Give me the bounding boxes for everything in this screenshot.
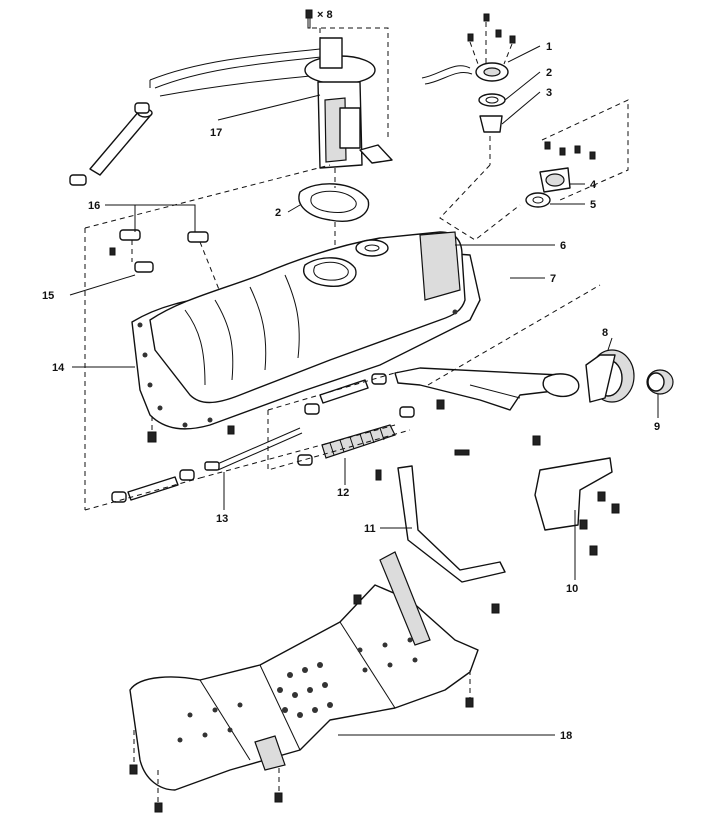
callout-7: 7 <box>550 273 556 285</box>
callout-18: 18 <box>560 730 572 742</box>
callout-6: 6 <box>560 240 566 252</box>
callout-13: 13 <box>216 513 228 525</box>
leader-lines <box>69 45 659 736</box>
callout-12: 12 <box>337 487 349 499</box>
callout-11: 11 <box>364 523 376 535</box>
skid-plate <box>129 551 500 813</box>
pump-gasket <box>298 168 370 252</box>
hose-clamps <box>109 229 221 293</box>
callout-16: 16 <box>88 200 100 212</box>
callout-9: 9 <box>654 421 660 433</box>
fuel-pump-assembly <box>69 9 393 186</box>
callout-3: 3 <box>546 87 552 99</box>
callout-labels: × 8 1 2 3 4 5 6 7 8 9 10 11 12 13 14 15 … <box>42 9 660 742</box>
callout-5: 5 <box>590 199 596 211</box>
vent-hoses <box>84 371 470 511</box>
callout-15: 15 <box>42 290 54 302</box>
filler-pipe <box>394 284 601 446</box>
callout-10: 10 <box>566 583 578 595</box>
callout-14: 14 <box>52 362 65 374</box>
callout-1: 1 <box>546 41 552 53</box>
tank-strap <box>397 465 506 583</box>
filler-bracket <box>534 457 620 556</box>
callout-4: 4 <box>590 179 597 191</box>
bolt-count-label: × 8 <box>317 9 333 21</box>
sender-unit-upper <box>421 13 516 165</box>
fuel-cap <box>646 369 674 395</box>
callout-17: 17 <box>210 127 222 139</box>
callout-8: 8 <box>602 327 608 339</box>
filler-neck <box>585 349 635 403</box>
fuel-gauge-sender <box>525 99 629 208</box>
callout-2-gasket: 2 <box>275 207 281 219</box>
fuel-tank <box>131 231 481 443</box>
callout-2: 2 <box>546 67 552 79</box>
